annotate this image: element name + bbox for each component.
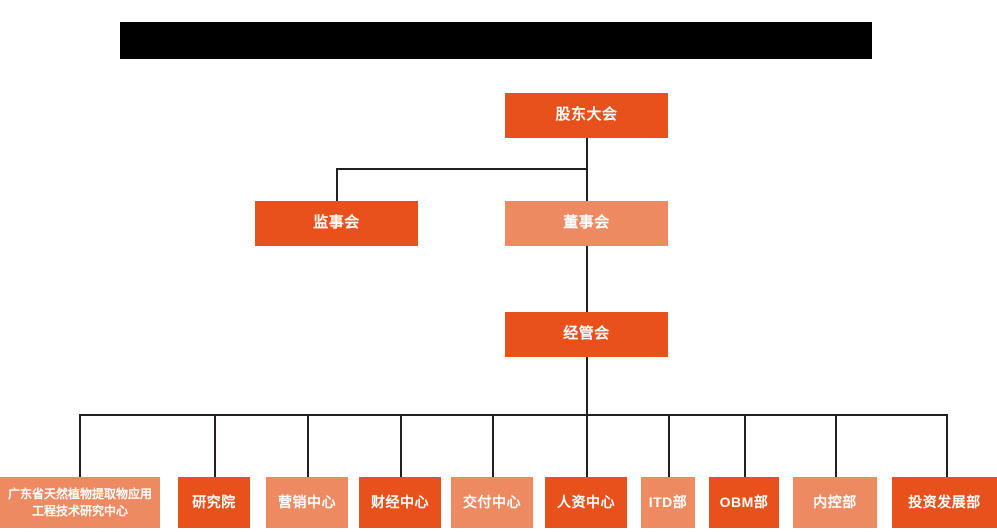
node-delivery-center[interactable]: 交付中心	[451, 477, 533, 528]
drop-line-internal-control-department	[835, 414, 837, 477]
connector-directors-to-management	[586, 246, 588, 312]
node-management-committee[interactable]: 经管会	[505, 312, 668, 357]
connector-department-bus	[79, 414, 947, 416]
node-investment-development-department[interactable]: 投资发展部	[892, 477, 997, 528]
drop-line-delivery-center	[492, 414, 494, 477]
redacted-title-banner	[120, 22, 872, 59]
drop-line-investment-development-department	[946, 414, 948, 477]
drop-line-research-institute	[214, 414, 216, 477]
drop-line-finance-center	[400, 414, 402, 477]
node-obm-department[interactable]: OBM部	[709, 477, 779, 528]
drop-line-obm-department	[744, 414, 746, 477]
node-hr-center[interactable]: 人资中心	[545, 477, 627, 528]
connector-management-down	[586, 357, 588, 415]
node-marketing-center[interactable]: 营销中心	[266, 477, 348, 528]
node-internal-control-department[interactable]: 内控部	[793, 477, 877, 528]
connector-level1-down	[586, 138, 588, 169]
node-board-of-supervisors[interactable]: 监事会	[255, 201, 418, 246]
drop-line-marketing-center	[307, 414, 309, 477]
node-itd-department[interactable]: ITD部	[641, 477, 695, 528]
node-shareholders-meeting[interactable]: 股东大会	[505, 93, 668, 138]
node-board-of-directors[interactable]: 董事会	[505, 201, 668, 246]
drop-line-itd-department	[668, 414, 670, 477]
node-guangdong-research-center[interactable]: 广东省天然植物提取物应用工程技术研究中心	[0, 477, 160, 528]
node-finance-center[interactable]: 财经中心	[359, 477, 441, 528]
connector-to-board-of-supervisors	[336, 168, 338, 201]
connector-to-board-of-directors	[586, 168, 588, 201]
drop-line-guangdong-research-center	[79, 414, 81, 477]
drop-line-hr-center	[586, 414, 588, 477]
connector-level1-bus	[336, 168, 588, 170]
node-research-institute[interactable]: 研究院	[178, 477, 250, 528]
